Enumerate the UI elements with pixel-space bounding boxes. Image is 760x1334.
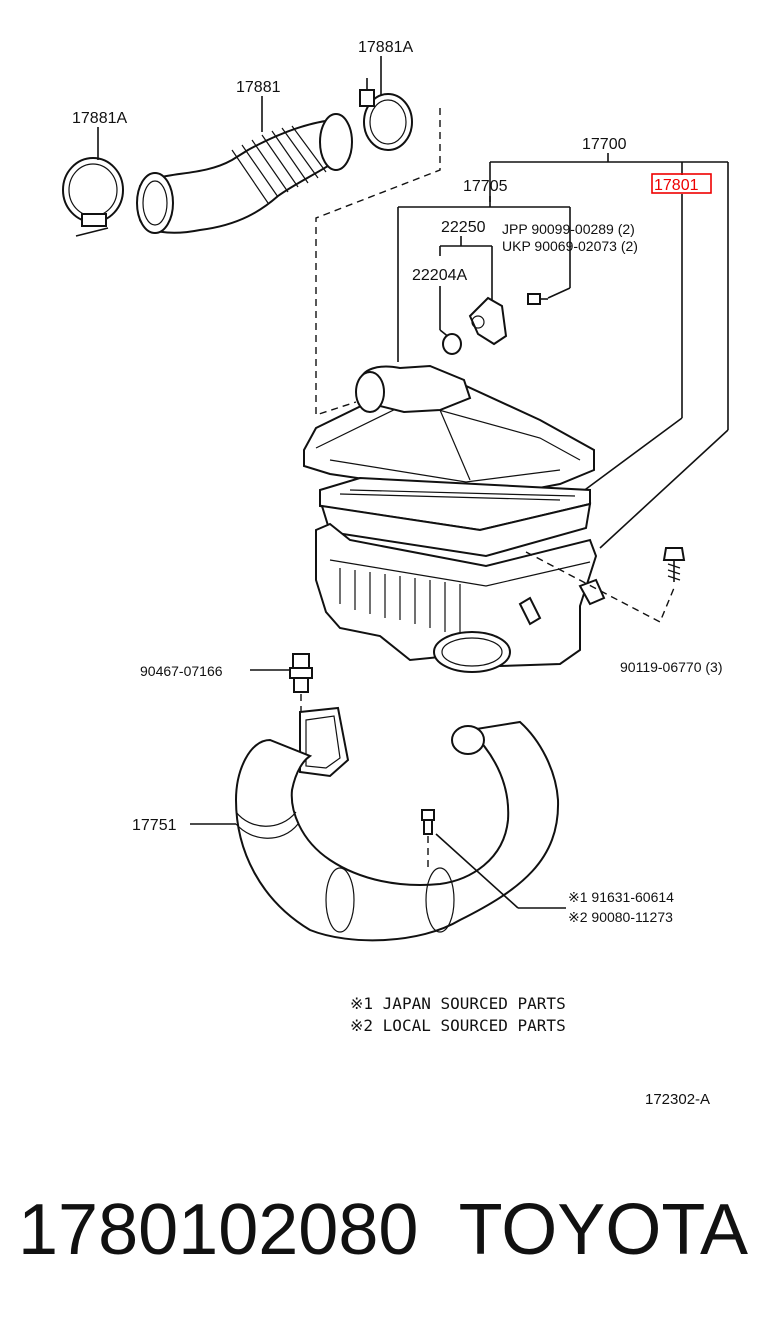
hose-clamp-left (62, 157, 124, 237)
label-screw-jpp: JPP 90099-00289 (2) (502, 221, 635, 237)
label-clamp-left: 17881A (72, 110, 127, 127)
label-intake-hose: 17751 (132, 817, 177, 834)
label-bolt-right: 90119-06770 (3) (620, 659, 722, 675)
air-hose-upper (136, 113, 353, 234)
footer-brand: TOYOTA (458, 1190, 748, 1270)
label-assembly: 17700 (582, 136, 627, 153)
filter-element (319, 476, 592, 558)
legend-line-2: ※2 LOCAL SOURCED PARTS (350, 1016, 566, 1035)
label-clamp-top: 17881A (358, 39, 413, 56)
air-cleaner-case (315, 522, 606, 673)
label-bolt-note2: ※2 90080-11273 (568, 909, 673, 925)
label-grommet: 90467-07166 (140, 663, 223, 679)
figure-code: 172302-A (645, 1091, 710, 1108)
label-element: 17801 (654, 177, 699, 194)
bolt-right (662, 547, 686, 582)
gasket-ring (442, 333, 462, 355)
footer-part-number: 1780102080 (18, 1190, 419, 1270)
label-cap-sub: 17705 (463, 178, 508, 195)
bolt-right-dashed (525, 551, 675, 623)
highlight-box (651, 173, 712, 194)
dashed-guide (315, 108, 441, 416)
label-gasket: 22204A (412, 267, 467, 284)
intake-hose (190, 706, 560, 942)
bracket-17700 (489, 153, 729, 549)
bracket-17705 (397, 196, 571, 362)
air-cleaner-cap (303, 364, 595, 500)
legend-line-1: ※1 JAPAN SOURCED PARTS (350, 994, 566, 1013)
airflow-sensor (468, 296, 508, 346)
hose-clamp-top (359, 78, 413, 151)
label-screw-ukp: UKP 90069-02073 (2) (502, 238, 638, 254)
hose-screw (421, 809, 566, 909)
label-bolt-note1: ※1 91631-60614 (568, 889, 674, 905)
label-hose-upper: 17881 (236, 79, 281, 96)
grommet (250, 653, 313, 693)
sensor-screw (527, 293, 548, 305)
label-sensor: 22250 (441, 219, 486, 236)
footer-bar: 1780102080 TOYOTA (18, 1185, 748, 1275)
